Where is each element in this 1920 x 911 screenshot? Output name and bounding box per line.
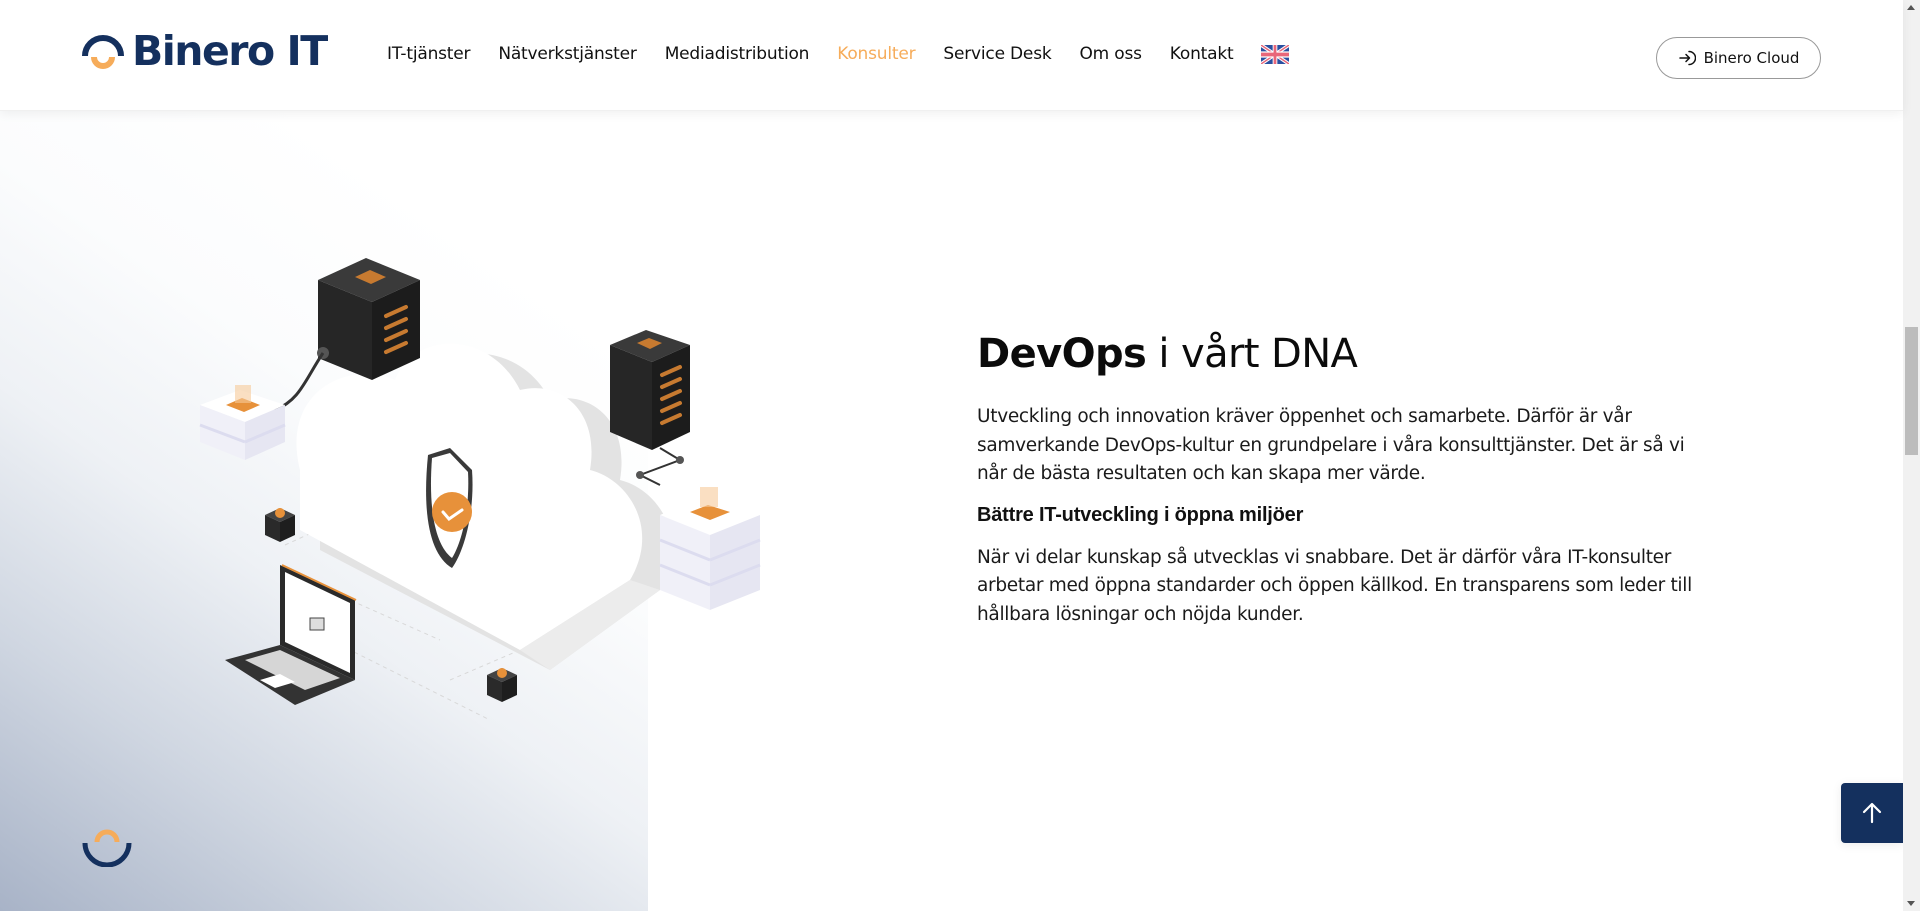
nav-natverkstjanster[interactable]: Nätverkstjänster: [498, 44, 637, 64]
page-scrollbar[interactable]: [1903, 0, 1920, 911]
arrow-up-icon: [1862, 802, 1882, 824]
scroll-down-arrow-icon[interactable]: [1907, 901, 1915, 906]
binero-logo[interactable]: Binero IT: [80, 26, 328, 75]
nav-om-oss[interactable]: Om oss: [1079, 44, 1142, 64]
section-title: DevOps i vårt DNA: [977, 330, 1702, 378]
scroll-up-arrow-icon[interactable]: [1907, 5, 1915, 10]
scrollbar-thumb[interactable]: [1905, 327, 1918, 455]
title-bold: DevOps: [977, 331, 1147, 377]
logo-text: Binero IT: [132, 26, 328, 75]
nav-kontakt[interactable]: Kontakt: [1169, 44, 1234, 64]
back-to-top-button[interactable]: [1841, 783, 1903, 843]
devops-section: DevOps i vårt DNA Utveckling och innovat…: [977, 330, 1702, 629]
subheading: Bättre IT-utveckling i öppna miljöer: [977, 503, 1304, 526]
uk-flag-icon[interactable]: [1261, 45, 1290, 64]
nav-konsulter[interactable]: Konsulter: [837, 44, 916, 64]
binero-cloud-button[interactable]: Binero Cloud: [1656, 37, 1821, 79]
nav-it-tjanster[interactable]: IT-tjänster: [387, 44, 471, 64]
nav-service-desk[interactable]: Service Desk: [943, 44, 1052, 64]
binero-logo-icon: [82, 35, 124, 69]
login-arrow-icon: [1678, 50, 1696, 66]
binero-mark-icon: [82, 829, 132, 867]
site-header: Binero IT IT-tjänster Nätverkstjänster M…: [0, 0, 1903, 111]
main-nav: IT-tjänster Nätverkstjänster Mediadistri…: [387, 44, 1290, 64]
intro-paragraph: Utveckling och innovation kräver öppenhe…: [977, 406, 1685, 484]
cloud-security-illustration: [199, 258, 761, 720]
nav-mediadistribution[interactable]: Mediadistribution: [664, 44, 810, 64]
title-rest: i vårt DNA: [1146, 331, 1358, 377]
body-paragraph: När vi delar kunskap så utvecklas vi sna…: [977, 546, 1692, 625]
binero-cloud-label: Binero Cloud: [1703, 49, 1800, 67]
